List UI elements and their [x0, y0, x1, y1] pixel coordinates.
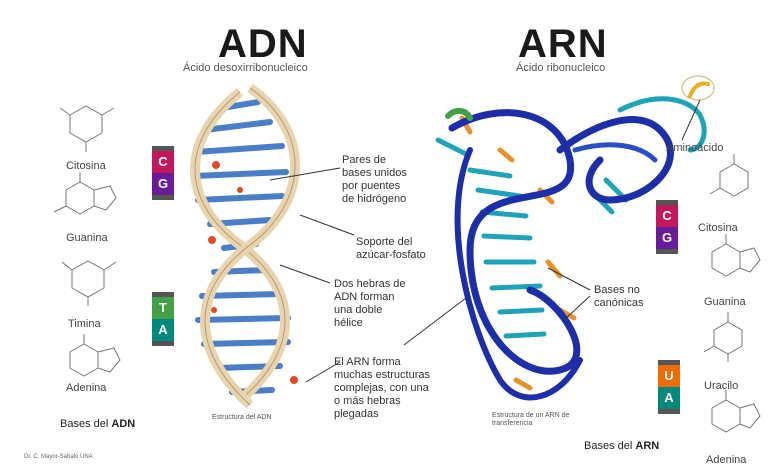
rna-chip-cg: C G: [656, 200, 678, 254]
credit: Dr. C. Mayor-Sabalo UNA: [24, 454, 93, 460]
rna-cytosine-structure-icon: [710, 154, 748, 196]
chip-letter-g: G: [656, 227, 678, 249]
chip-letter-c: C: [152, 151, 174, 173]
cytosine-structure-icon: [60, 106, 114, 152]
rna-base-uracil: Uracilo: [704, 380, 738, 392]
rna-base-guanine: Guanina: [704, 296, 746, 308]
rna-caption: Estructura de un ARN detransferencia: [492, 412, 569, 428]
dna-chip-cg: C G: [152, 146, 174, 200]
chip-letter-g: G: [152, 173, 174, 195]
label-rna-forms: El ARN formamuchas estructurascomplejas,…: [334, 356, 430, 421]
dna-double-helix: [194, 88, 298, 405]
chip-letter-c: C: [656, 205, 678, 227]
dna-chip-ta: T A: [152, 292, 174, 346]
label-double-helix: Dos hebras deADN formanuna doblehélice: [334, 278, 406, 330]
rna-chip-ua: U A: [658, 360, 680, 414]
dna-base-guanine: Guanina: [66, 232, 108, 244]
rna-base-adenine: Adenina: [706, 454, 746, 466]
thymine-structure-icon: [62, 261, 116, 306]
chip-letter-a: A: [658, 387, 680, 409]
dna-base-cytosine: Citosina: [66, 160, 106, 172]
rna-bases-title: Bases del ARN: [584, 440, 659, 452]
dna-base-adenine: Adenina: [66, 382, 106, 394]
rna-guanine-structure-icon: [712, 234, 760, 276]
chip-letter-u: U: [658, 365, 680, 387]
aminoacid-label: Aminoácido: [666, 142, 723, 154]
label-base-pairs: Pares debases unidospor puentesde hidróg…: [342, 154, 407, 206]
rna-adenine-structure-icon: [712, 390, 760, 432]
rna-base-cytosine: Citosina: [698, 222, 738, 234]
uracil-structure-icon: [704, 312, 742, 362]
chip-letter-t: T: [152, 297, 174, 319]
label-non-canonical: Bases nocanónicas: [594, 284, 644, 310]
label-backbone: Soporte delazúcar-fosfato: [356, 236, 426, 262]
dna-bases-title: Bases del ADN: [60, 418, 135, 430]
dna-caption: Estructura del ADN: [212, 414, 272, 422]
chip-letter-a: A: [152, 319, 174, 341]
guanine-structure-icon: [54, 172, 116, 214]
adenine-structure-icon: [70, 334, 120, 376]
leader-lines: [270, 100, 700, 382]
dna-base-thymine: Timina: [68, 318, 101, 330]
